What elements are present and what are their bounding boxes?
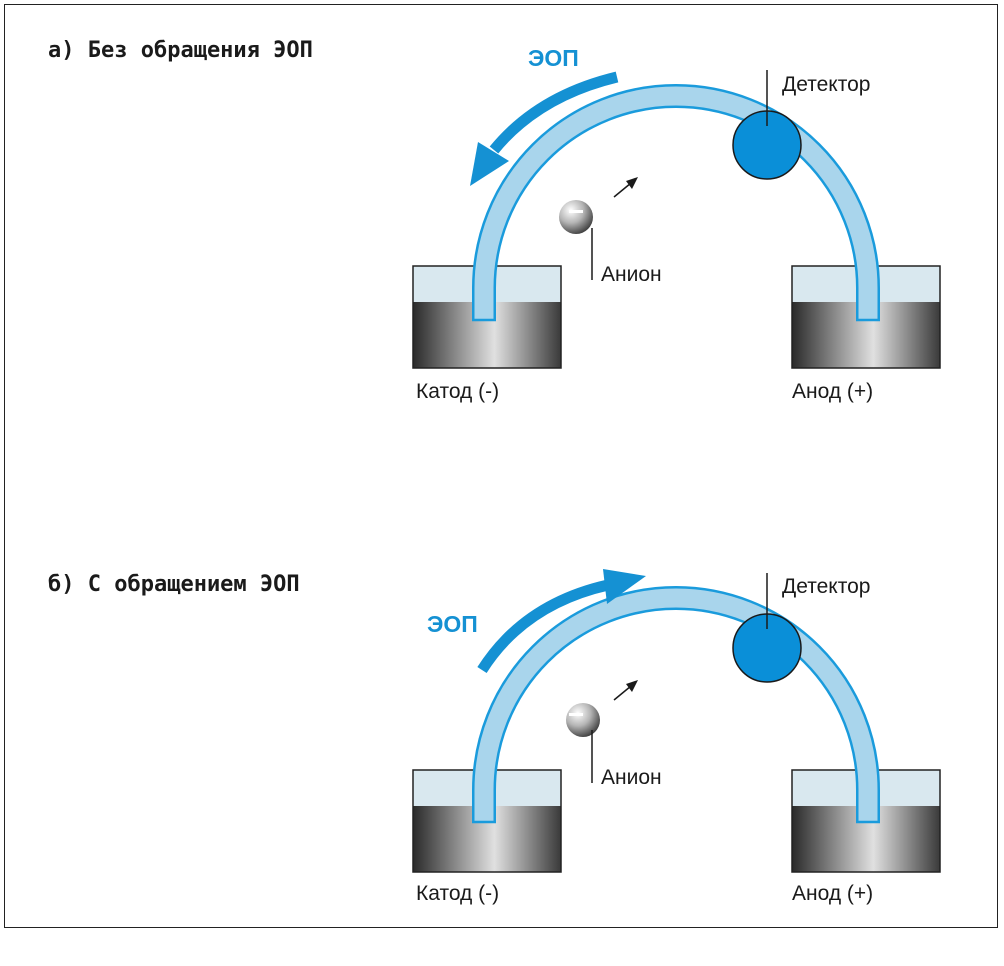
migration-arrow-icon xyxy=(613,177,638,198)
migration-arrow-icon xyxy=(613,680,638,701)
cathode-label: Катод (-) xyxy=(416,380,499,403)
anion-icon xyxy=(566,703,600,737)
panel-with-eof-reversal: б) С обращением ЭОП xyxy=(0,500,1004,966)
minus-sign-icon xyxy=(569,210,583,213)
capillary xyxy=(472,586,880,824)
anion-label: Анион xyxy=(601,766,662,789)
anion-label: Анион xyxy=(601,263,662,286)
eof-label: ЭОП xyxy=(427,611,478,637)
anode-label: Анод (+) xyxy=(792,882,873,905)
minus-sign-icon xyxy=(569,713,583,716)
eof-label: ЭОП xyxy=(528,45,579,71)
ce-diagram: ЭОП Детектор Анион Катод (-) Анод (+) xyxy=(412,45,941,403)
panel-without-eof-reversal: а) Без обращения ЭОП xyxy=(0,0,1004,466)
eof-arrow xyxy=(477,569,646,673)
anion-icon xyxy=(559,200,593,234)
panel-title: а) Без обращения ЭОП xyxy=(48,38,313,63)
cathode-label: Катод (-) xyxy=(416,882,499,905)
anode-label: Анод (+) xyxy=(792,380,873,403)
eof-arrow xyxy=(470,71,619,186)
capillary xyxy=(472,84,880,322)
detector-label: Детектор xyxy=(782,73,870,96)
detector-label: Детектор xyxy=(782,575,870,598)
ce-diagram: ЭОП Детектор Анион Катод (-) Анод (+) xyxy=(412,569,941,905)
anode-vial xyxy=(791,265,941,369)
panel-title: б) С обращением ЭОП xyxy=(48,572,300,597)
